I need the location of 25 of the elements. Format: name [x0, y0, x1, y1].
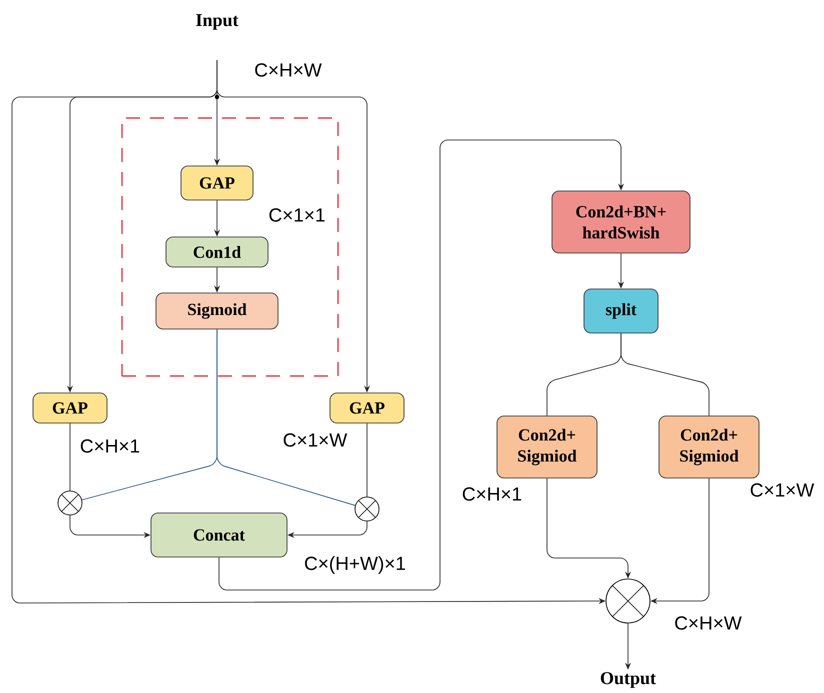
- io-label: Input: [196, 14, 238, 30]
- dimension-label: C×1×W: [284, 433, 348, 447]
- process-box: GAP: [180, 166, 254, 200]
- dimension-label: C×H×1: [80, 439, 140, 453]
- multiply-circle: [606, 578, 650, 624]
- multiply-circle: [58, 490, 82, 516]
- dimension-label: C×H×1: [462, 487, 522, 501]
- process-box: Sigmoid: [156, 292, 278, 330]
- dimension-label: C×1×W: [750, 483, 814, 497]
- process-box: Concat: [150, 512, 288, 558]
- dimension-label: C×1×1: [269, 208, 325, 222]
- process-box: Con2d+ Sigmiod: [496, 416, 598, 478]
- process-box: Con2d+ Sigmiod: [658, 416, 760, 478]
- process-box: GAP: [330, 392, 404, 424]
- process-box: Con2d+BN+ hardSwish: [552, 190, 690, 254]
- dimension-label: C×H×W: [675, 616, 742, 630]
- process-box: Con1d: [166, 236, 268, 268]
- process-box: split: [584, 288, 658, 334]
- io-label: Output: [600, 672, 656, 688]
- dimension-label: C×(H+W)×1: [305, 556, 405, 574]
- arrow: [218, 140, 624, 590]
- dimension-label: C×H×W: [255, 63, 322, 77]
- process-box: GAP: [32, 392, 108, 424]
- dashed-frame: [121, 117, 339, 377]
- multiply-circle: [354, 496, 380, 522]
